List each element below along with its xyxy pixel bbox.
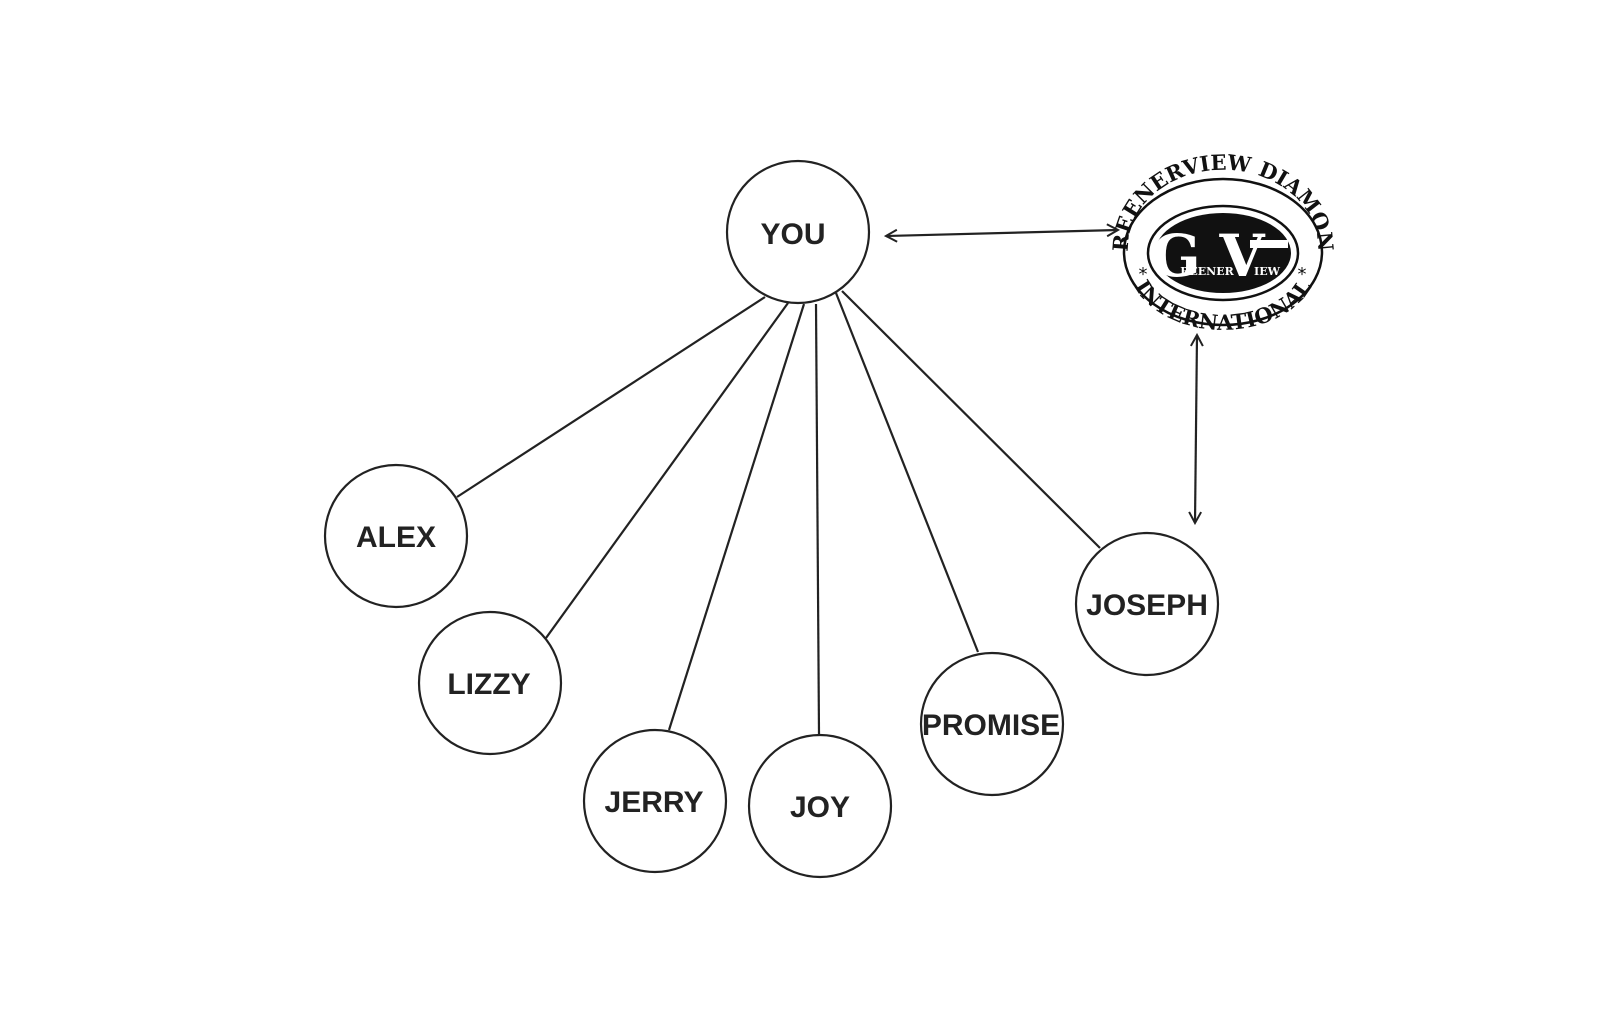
node-promise[interactable]: PROMISE <box>919 651 1065 797</box>
node-you[interactable]: YOU <box>725 159 871 305</box>
node-joseph[interactable]: JOSEPH <box>1074 531 1220 677</box>
arrow-connectors <box>886 230 1197 523</box>
node-promise-label: PROMISE <box>922 709 1060 742</box>
connector-lines <box>456 290 1101 735</box>
node-jerry-circle <box>582 728 728 874</box>
logo-small-word-left: REENER <box>1180 265 1234 278</box>
node-joseph-label: JOSEPH <box>1086 589 1208 622</box>
node-you-label: YOU <box>760 218 825 251</box>
node-you-circle <box>725 159 871 305</box>
logo-monogram-v: V <box>1218 222 1265 290</box>
node-promise-circle <box>919 651 1065 797</box>
link-you-lizzy <box>545 302 789 639</box>
node-jerry-label: JERRY <box>605 786 704 819</box>
logo-top-arc-text: GREENERVIEW DIAMOND <box>0 0 1339 252</box>
logo-small-word-right: IEW <box>1254 265 1281 278</box>
logo-monogram-g: G <box>1151 222 1201 290</box>
arrow-you-company <box>886 230 1118 236</box>
node-lizzy-label: LIZZY <box>447 668 530 701</box>
logo-star-right: * <box>1298 264 1307 285</box>
logo-monogram-bar <box>1250 240 1288 248</box>
node-joseph-circle <box>1074 531 1220 677</box>
link-you-jerry <box>667 303 806 731</box>
link-you-promise <box>834 292 980 653</box>
node-alex-circle <box>323 463 469 609</box>
node-joy-label: JOY <box>790 791 850 824</box>
node-joy-circle <box>747 733 893 879</box>
node-joy[interactable]: JOY <box>747 733 893 879</box>
node-lizzy[interactable]: LIZZY <box>417 610 563 756</box>
node-lizzy-circle <box>417 610 563 756</box>
arrow-company-joseph <box>1195 335 1197 523</box>
link-you-alex <box>456 296 766 498</box>
link-you-joseph <box>841 290 1101 549</box>
greenerview-diamond-logo: GREENERVIEW DIAMOND INTERNATIONAL * * G … <box>0 0 1339 335</box>
node-alex-label: ALEX <box>356 521 436 554</box>
node-alex[interactable]: ALEX <box>323 463 469 609</box>
logo-core <box>1155 213 1291 293</box>
node-jerry[interactable]: JERRY <box>582 728 728 874</box>
logo-star-left: * <box>1139 264 1148 285</box>
link-you-joy <box>814 303 821 735</box>
